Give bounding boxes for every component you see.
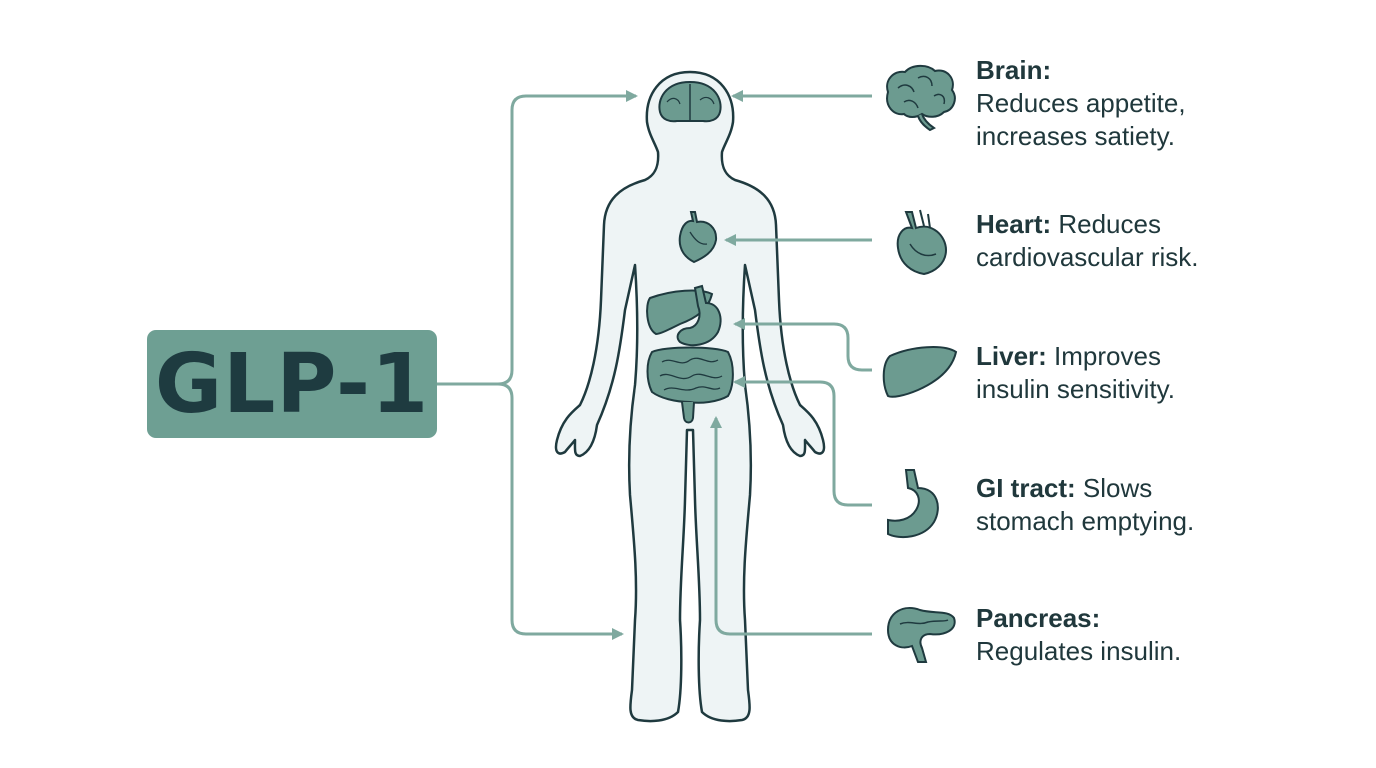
callout-text: stomach emptying.	[976, 506, 1195, 536]
liver-in-body	[646, 289, 714, 336]
callout-heart: Heart: Reduces cardiovascular risk.	[976, 208, 1356, 274]
callout-brain: Brain: Reduces appetite, increases satie…	[976, 54, 1356, 153]
callout-pancreas: Pancreas: Regulates insulin.	[976, 602, 1356, 668]
liver-icon	[882, 346, 958, 398]
callout-gi-tract: GI tract: Slows stomach emptying.	[976, 472, 1356, 538]
brain-icon	[886, 64, 956, 132]
callout-title: Pancreas:	[976, 603, 1101, 633]
callout-title: Liver:	[976, 341, 1047, 371]
arrow-liver	[733, 318, 872, 372]
pancreas-icon	[886, 607, 956, 663]
callout-text: cardiovascular risk.	[976, 242, 1199, 272]
callout-text: Reduces appetite,	[976, 88, 1186, 118]
stomach-in-body	[676, 284, 722, 347]
callout-text: Regulates insulin.	[976, 636, 1182, 666]
callout-title: Heart:	[976, 209, 1052, 239]
callout-text: Reduces	[1051, 209, 1161, 239]
callout-text: Slows	[1075, 473, 1153, 503]
connector-glp1-to-lower-body	[497, 382, 624, 640]
glp1-label-box: GLP-1	[147, 330, 437, 438]
glp1-label: GLP-1	[154, 336, 430, 432]
intestines-in-body	[646, 346, 734, 424]
arrow-pancreas	[710, 416, 872, 636]
stomach-icon	[887, 469, 939, 539]
callout-title: Brain:	[976, 55, 1052, 85]
callout-text: insulin sensitivity.	[976, 374, 1175, 404]
callout-text: Improves	[1046, 341, 1161, 371]
heart-in-body	[678, 211, 718, 264]
arrow-gi-tract	[733, 376, 872, 507]
heart-icon	[896, 209, 948, 276]
brain-in-body	[658, 80, 722, 123]
callout-text: increases satiety.	[976, 121, 1175, 151]
callout-title: GI tract:	[976, 473, 1076, 503]
callout-liver: Liver: Improves insulin sensitivity.	[976, 340, 1356, 406]
